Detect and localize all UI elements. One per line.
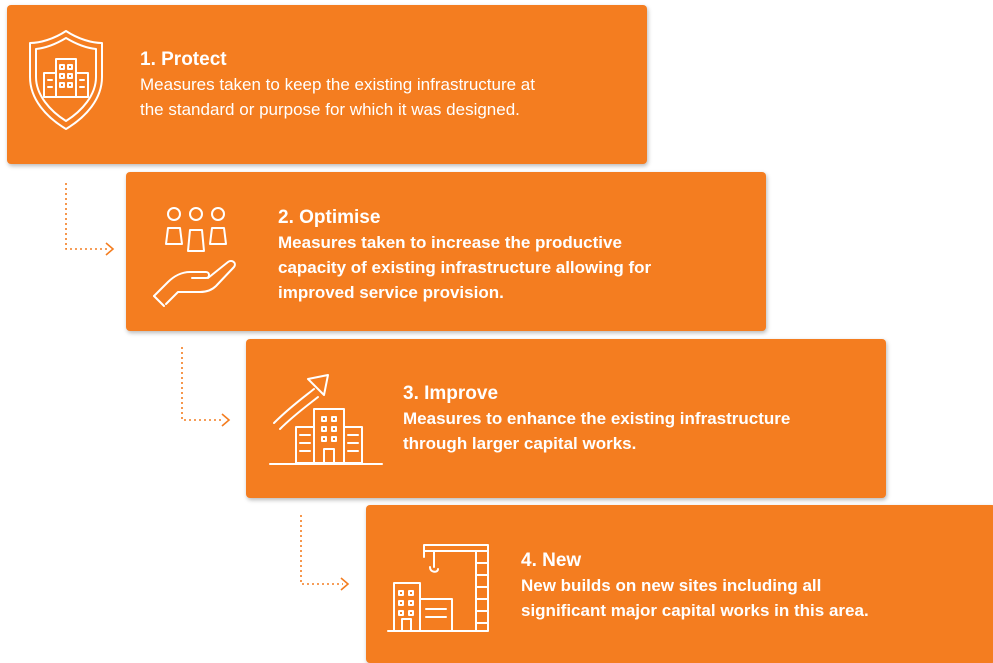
step-protect-title: 1. Protect: [140, 49, 227, 70]
step-improve-title: 3. Improve: [403, 383, 499, 404]
step-improve-desc-line-2: through larger capital works.: [403, 434, 637, 453]
connector-1-2: [62, 183, 122, 263]
step-new-desc-line-2: significant major capital works in this …: [521, 601, 869, 620]
step-new-desc-line-1: New builds on new sites including all: [521, 576, 822, 595]
step-optimise-desc-line-3: improved service provision.: [278, 283, 504, 302]
step-protect-box: 1. Protect Measures taken to keep the ex…: [7, 5, 647, 164]
step-improve-box: 3. Improve Measures to enhance the exist…: [246, 339, 886, 498]
step-protect-desc-line-2: the standard or purpose for which it was…: [140, 100, 520, 119]
step-optimise-desc-line-2: capacity of existing infrastructure allo…: [278, 258, 652, 277]
connector-2-3: [178, 347, 238, 427]
people-hand-icon: [146, 204, 241, 307]
crane-building-icon: [387, 541, 493, 636]
step-optimise-title: 2. Optimise: [278, 207, 381, 228]
shield-building-icon: [26, 27, 106, 137]
step-new-box: 4. New New builds on new sites including…: [366, 505, 993, 663]
buildings-growth-arrow-icon: [269, 373, 390, 468]
step-optimise-desc-line-1: Measures taken to increase the productiv…: [278, 233, 622, 252]
step-improve-desc-line-1: Measures to enhance the existing infrast…: [403, 409, 791, 428]
step-new-title: 4. New: [521, 550, 582, 571]
step-protect-desc-line-1: Measures taken to keep the existing infr…: [140, 75, 535, 94]
connector-3-4: [297, 515, 357, 595]
step-optimise-box: 2. Optimise Measures taken to increase t…: [126, 172, 766, 331]
